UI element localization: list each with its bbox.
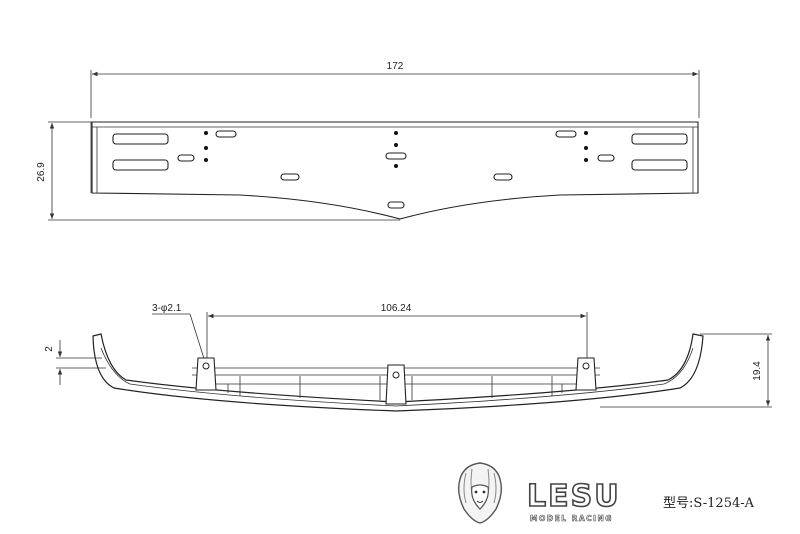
side-height-label: 19.4 xyxy=(752,361,763,381)
width-dimension-label: 172 xyxy=(387,61,404,72)
mount-slot-5 xyxy=(493,173,513,181)
hole-callout-label: 3-φ2.1 xyxy=(152,303,182,314)
mount-slot-6 xyxy=(555,130,577,138)
mount-slot-1 xyxy=(215,130,237,138)
left-slot-upper xyxy=(112,133,169,145)
brand-subtitle: MODEL RACING xyxy=(530,514,613,523)
mounting-holes xyxy=(204,131,588,168)
right-slot-upper xyxy=(631,133,688,145)
brand-name: LESU xyxy=(527,479,621,514)
mount-tab-center xyxy=(385,364,407,405)
left-slot-lower xyxy=(112,159,169,171)
mount-slot-7 xyxy=(597,154,615,162)
mount-tab-left xyxy=(195,357,217,391)
lion-head-icon xyxy=(457,462,503,524)
height-dimension-label: 26.9 xyxy=(36,162,47,182)
mount-slot-8 xyxy=(387,201,405,209)
side-view: 106.24 3-φ2.1 2 19.4 xyxy=(44,303,772,412)
mount-tab-right xyxy=(575,357,597,391)
side-offset-label: 2 xyxy=(44,346,55,352)
mount-slot-4 xyxy=(385,152,407,160)
bumper-side-profile xyxy=(92,333,704,412)
bumper-plate-outline xyxy=(91,121,699,220)
brand-logo: LESU MODEL RACING xyxy=(457,462,621,524)
right-slot-lower xyxy=(631,159,688,171)
model-number: 型号:S-1254-A xyxy=(663,496,755,511)
hole-spacing-label: 106.24 xyxy=(381,303,412,314)
top-view: 172 26.9 xyxy=(36,61,700,221)
mount-slot-2 xyxy=(177,154,195,162)
mount-slot-3 xyxy=(280,173,300,181)
